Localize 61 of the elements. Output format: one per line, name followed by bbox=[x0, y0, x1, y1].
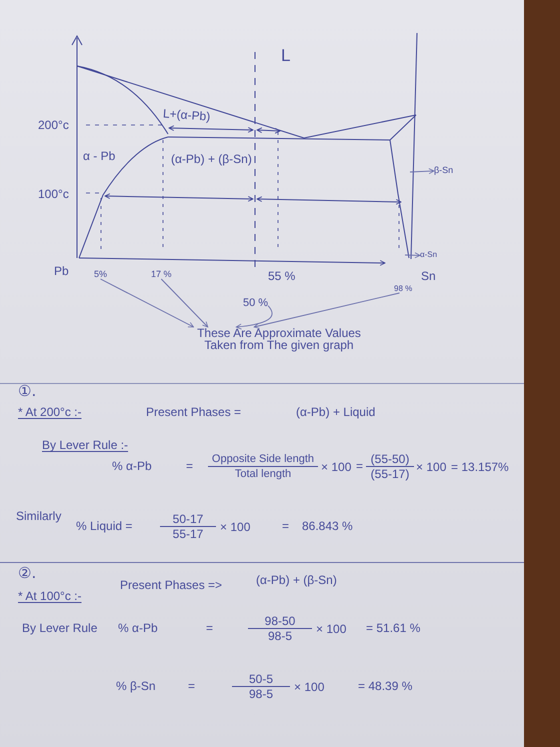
result-text: = 51.61 % bbox=[366, 622, 420, 634]
composition-label: 55 % bbox=[268, 270, 296, 282]
equation-text: Present Phases = bbox=[146, 406, 242, 418]
numerator-text: Opposite Side length bbox=[212, 452, 314, 466]
equation-text: % β-Sn bbox=[116, 680, 156, 692]
composition-label: 98 % bbox=[394, 285, 412, 293]
equation-text: % α-Pb bbox=[118, 622, 158, 634]
section-number: ①. bbox=[18, 384, 36, 399]
region-label: α - Pb bbox=[83, 150, 116, 162]
heading-text: * At 100°c :- bbox=[18, 590, 82, 602]
operator-text: = bbox=[188, 680, 196, 692]
result-text: 86.843 % bbox=[302, 520, 353, 532]
note-text: Similarly bbox=[16, 510, 62, 522]
leader-arrow bbox=[404, 252, 420, 258]
region-label: L bbox=[281, 47, 290, 64]
leader-arrow bbox=[236, 305, 272, 330]
equation-text: × 100 bbox=[220, 521, 250, 533]
numerator-text: 98-50 bbox=[264, 614, 296, 628]
numerator-text: 50-17 bbox=[172, 512, 204, 526]
leader-arrow bbox=[410, 168, 434, 174]
numerator-text: (55-50) bbox=[370, 452, 410, 466]
element-label: Sn bbox=[421, 270, 436, 282]
temperature-label: 100°c bbox=[38, 188, 69, 200]
leader-arrow bbox=[100, 278, 194, 328]
denominator-text: 98-5 bbox=[248, 687, 274, 701]
operator-text: = bbox=[186, 460, 194, 472]
denominator-text: 55-17 bbox=[172, 527, 204, 541]
equation-text: × 100 bbox=[294, 681, 324, 693]
result-text: = 48.39 % bbox=[358, 680, 412, 692]
equation-text: Present Phases => bbox=[120, 579, 222, 591]
equation-text: (α-Pb) + Liquid bbox=[296, 406, 376, 418]
element-label: Pb bbox=[54, 265, 69, 277]
equation-text: % Liquid = bbox=[76, 520, 132, 532]
region-label: (α-Pb) + (β-Sn) bbox=[171, 153, 252, 165]
operator-text: = bbox=[282, 520, 290, 532]
equation-text: × 100 bbox=[321, 461, 352, 473]
operator-text: = bbox=[206, 622, 214, 634]
operator-text: = bbox=[356, 460, 364, 472]
denominator-text: Total length bbox=[234, 467, 292, 481]
equation-text: × 100 bbox=[316, 623, 346, 635]
denominator-text: 98-5 bbox=[268, 629, 292, 643]
composition-label: 50 % bbox=[243, 298, 268, 309]
region-label: L+(α-Pb) bbox=[162, 107, 211, 123]
equation-text: × 100 bbox=[416, 461, 446, 473]
equation-text: (α-Pb) + (β-Sn) bbox=[256, 574, 337, 586]
leader-arrow bbox=[160, 278, 208, 328]
result-text: = 13.157% bbox=[451, 461, 509, 473]
composition-label: 5% bbox=[94, 270, 108, 279]
heading-text: By Lever Rule bbox=[22, 622, 98, 634]
note-text: These Are Approximate Values Taken from The given graph bbox=[190, 327, 368, 351]
numerator-text: 50-5 bbox=[248, 672, 274, 686]
temperature-label: 200°c bbox=[38, 119, 69, 131]
composition-label: 17 % bbox=[151, 270, 172, 279]
equation-text: % α-Pb bbox=[112, 460, 152, 472]
section-number: ②. bbox=[18, 566, 36, 581]
denominator-text: (55-17) bbox=[370, 467, 410, 481]
heading-text: By Lever Rule :- bbox=[42, 439, 128, 451]
leader-arrow bbox=[254, 292, 400, 329]
heading-text: * At 200°c :- bbox=[18, 406, 82, 418]
phase-label: β-Sn bbox=[434, 166, 454, 175]
phase-label: α-Sn bbox=[420, 251, 438, 259]
